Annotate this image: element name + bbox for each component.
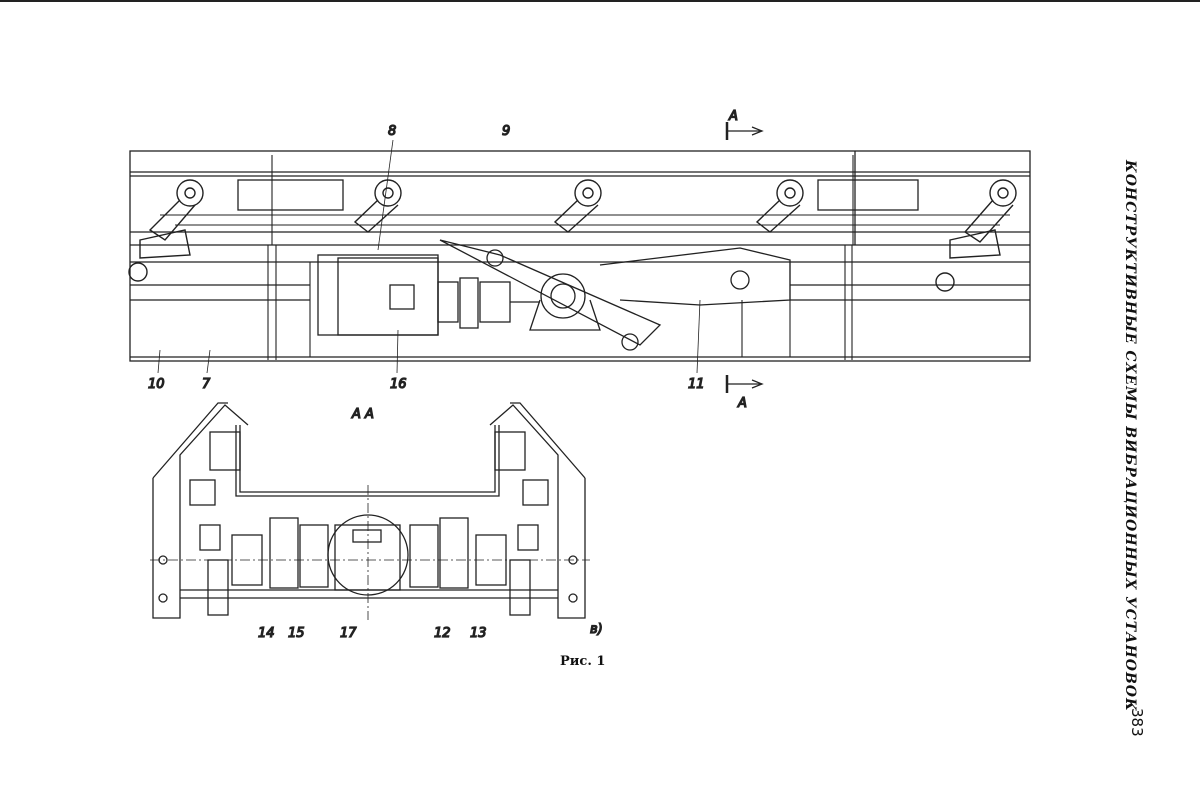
label-16: 16 xyxy=(390,377,407,392)
label-10: 10 xyxy=(148,377,165,392)
label-9: 9 xyxy=(502,124,510,139)
label-8: 8 xyxy=(388,124,396,139)
subfigure-label: в) xyxy=(590,622,603,637)
label-17: 17 xyxy=(340,626,357,641)
label-13: 13 xyxy=(470,626,487,641)
section-view xyxy=(150,402,590,620)
page-number: 383 xyxy=(1128,708,1146,737)
label-11: 11 xyxy=(688,377,705,392)
label-14: 14 xyxy=(258,626,275,641)
label-15: 15 xyxy=(288,626,305,641)
side-view xyxy=(128,122,1031,393)
running-head: КОНСТРУКТИВНЫЕ СХЕМЫ ВИБРАЦИОННЫХ УСТАНО… xyxy=(1122,160,1138,712)
section-marker-top: А xyxy=(728,109,738,124)
page-top-rule xyxy=(0,0,1200,2)
section-marker-bottom: А xyxy=(737,396,747,411)
section-title: А А xyxy=(351,407,374,422)
label-12: 12 xyxy=(434,626,451,641)
rollers xyxy=(128,179,1017,292)
label-7: 7 xyxy=(202,377,211,392)
figure-caption: Рис. 1 xyxy=(560,654,606,669)
